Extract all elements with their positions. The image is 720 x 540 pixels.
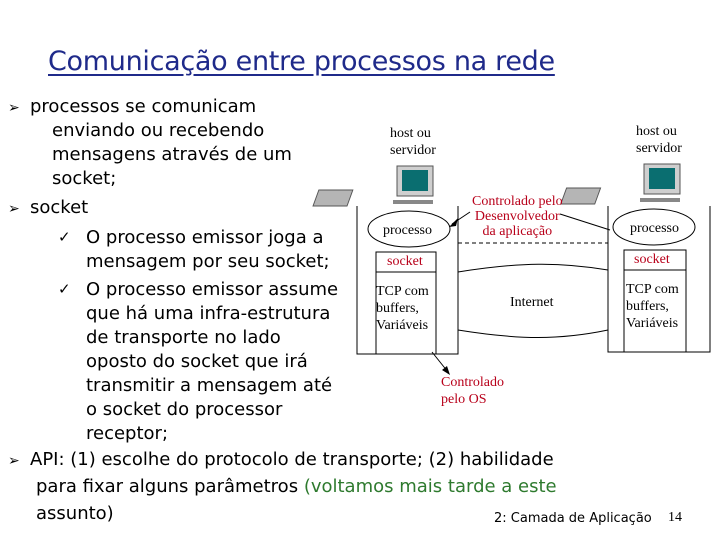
- left-host-label: host ou servidor: [390, 126, 436, 158]
- right-socket-door: [623, 249, 687, 271]
- arrow-bullet-icon: ➢: [8, 201, 20, 217]
- os-control-label: Controlado pelo OS: [441, 375, 504, 407]
- left-socket-label: socket: [387, 254, 423, 269]
- right-host-frame: [607, 206, 711, 353]
- dev-control-label: Controlado pelo Desenvolvedor da aplicaç…: [472, 194, 563, 239]
- right-process-ellipse: [612, 208, 696, 246]
- left-tcp-label: TCP com buffers, Variáveis: [376, 284, 429, 333]
- left-socket-door: [375, 251, 437, 273]
- internet-label: Internet: [510, 295, 554, 310]
- left-process-label: processo: [383, 223, 432, 238]
- right-tcp-label: TCP com buffers, Variáveis: [626, 282, 679, 331]
- check-icon: ✓: [58, 228, 71, 246]
- footer-chapter: 2: Camada de Aplicação: [494, 511, 652, 526]
- internet-pipe: [457, 263, 609, 273]
- right-host-label: host ou servidor: [636, 124, 682, 156]
- right-computer-icon: [560, 163, 681, 205]
- right-socket-label: socket: [634, 252, 670, 267]
- arrow-bullet-icon: ➢: [8, 100, 20, 116]
- left-host-frame: [356, 206, 459, 355]
- right-process-label: processo: [630, 221, 679, 236]
- left-computer-icon: [312, 165, 434, 207]
- arrow-bullet-icon: ➢: [8, 453, 20, 469]
- page-title: Comunicação entre processos na rede: [48, 46, 555, 77]
- check-icon: ✓: [58, 280, 71, 298]
- page-number: 14: [668, 510, 682, 525]
- left-process-ellipse: [367, 210, 451, 248]
